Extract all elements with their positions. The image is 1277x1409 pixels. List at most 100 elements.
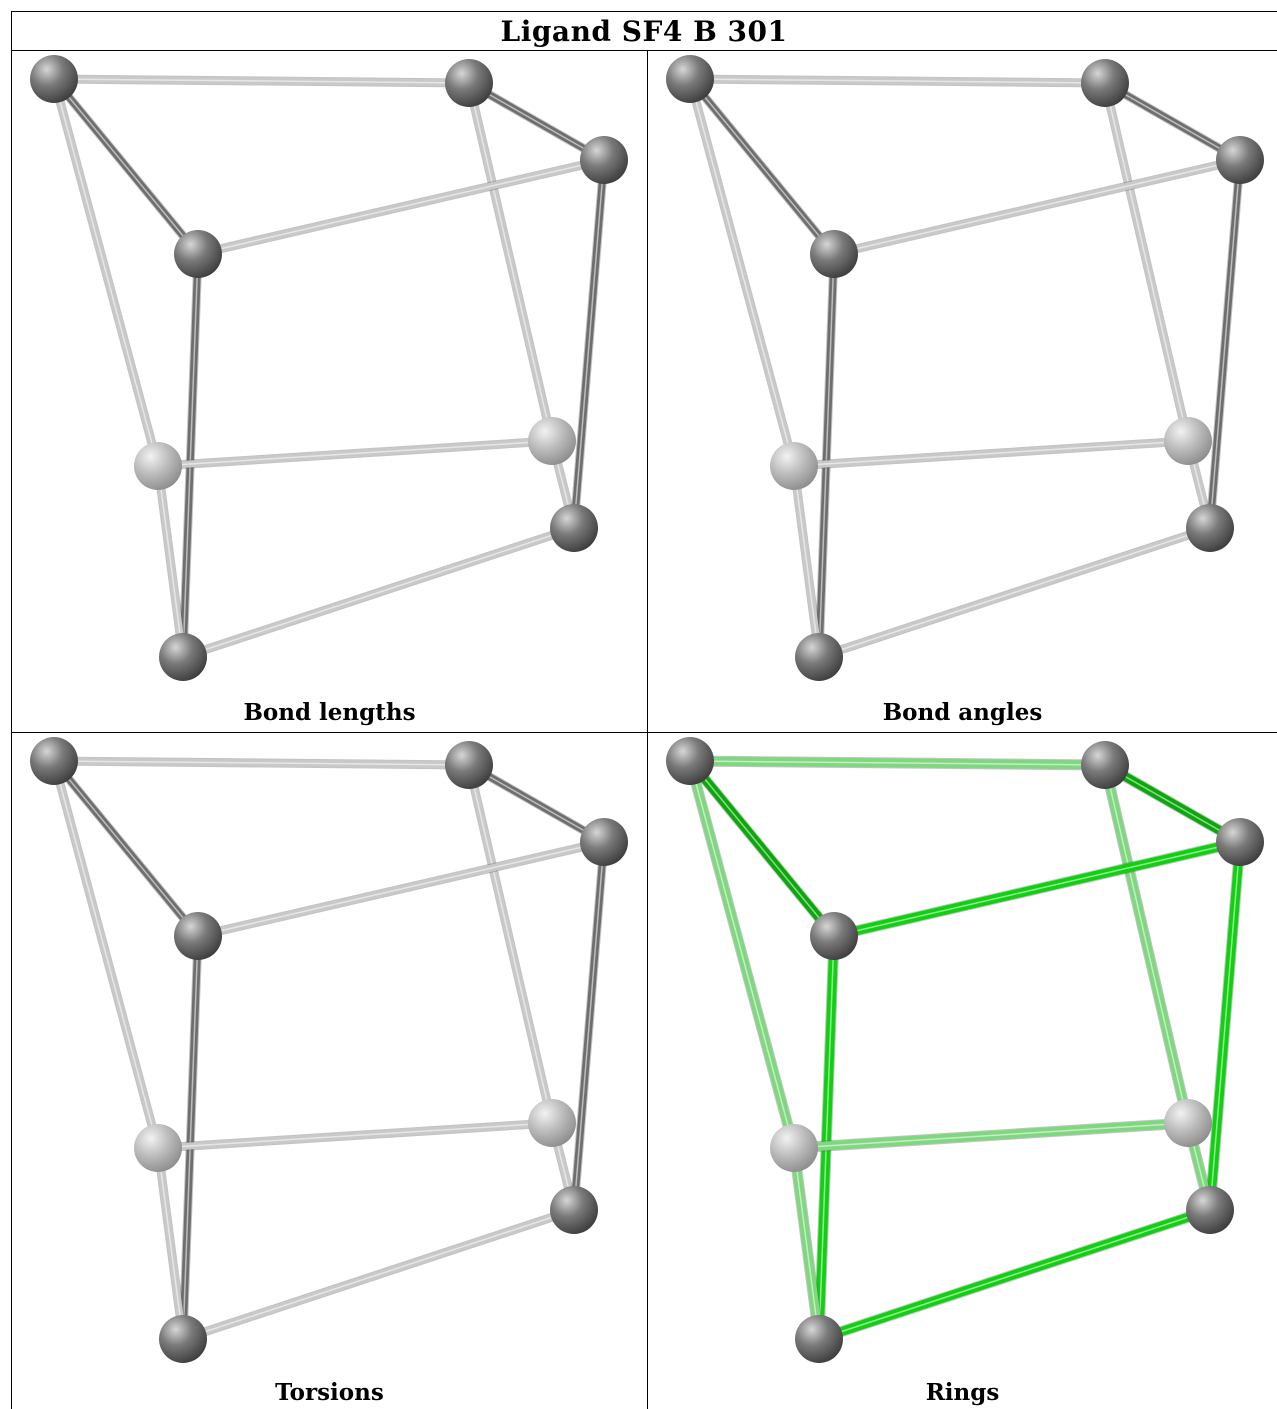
bond-highlight: [689, 78, 835, 255]
atom-5: [1164, 417, 1212, 465]
bond-highlight: [818, 1209, 1211, 1340]
panel-bond-angles: Bond angles: [648, 51, 1277, 732]
caption-bond-angles: Bond angles: [882, 699, 1043, 726]
bond-highlight: [53, 78, 470, 84]
bond-highlight: [573, 159, 605, 529]
bond-highlight: [468, 764, 553, 1124]
atom-6: [1186, 1186, 1234, 1234]
bond-highlight: [689, 78, 1106, 84]
bond-highlight: [468, 82, 553, 442]
bond-highlight: [53, 760, 159, 1149]
bond-highlight: [689, 760, 795, 1149]
atom-5: [528, 417, 576, 465]
atom-group: [30, 737, 628, 1363]
atom-7: [159, 1315, 207, 1363]
atom-6: [550, 1186, 598, 1234]
bond-highlight: [818, 253, 835, 658]
atom-6: [1186, 504, 1234, 552]
caption-bond-lengths: Bond lengths: [243, 699, 416, 726]
atom-4: [770, 442, 818, 490]
table-top-border: [11, 11, 1277, 12]
bond-group: [685, 74, 1245, 662]
bond-highlight: [157, 440, 553, 467]
atom-0: [666, 737, 714, 785]
caption-rings: Rings: [925, 1379, 1000, 1406]
bond-highlight: [53, 760, 199, 937]
atom-5: [528, 1099, 576, 1147]
atom-4: [134, 1124, 182, 1172]
bond-group: [49, 74, 609, 662]
bond-highlight: [53, 78, 159, 467]
atom-4: [770, 1124, 818, 1172]
atom-7: [159, 633, 207, 681]
bond-highlight: [1104, 82, 1241, 161]
atom-0: [666, 55, 714, 103]
bond-highlight: [689, 760, 1106, 766]
bond-highlight: [1104, 764, 1189, 1124]
atom-5: [1164, 1099, 1212, 1147]
bond-group: [49, 756, 609, 1344]
bond-highlight: [689, 78, 795, 467]
atom-3: [810, 912, 858, 960]
title-divider: [11, 50, 1277, 51]
atom-7: [795, 633, 843, 681]
panel-torsions: Torsions: [12, 733, 647, 1409]
atom-7: [795, 1315, 843, 1363]
molecule-bond-angles: [666, 55, 1264, 681]
atom-3: [174, 912, 222, 960]
bond-group: [684, 755, 1246, 1345]
bond-highlight: [818, 935, 835, 1340]
panel-rings: Rings: [648, 733, 1277, 1409]
atom-2: [1216, 818, 1264, 866]
atom-2: [580, 818, 628, 866]
panel-bond-lengths: Bond lengths: [12, 51, 647, 732]
table-left-border: [11, 11, 12, 1409]
molecule-bond-lengths: [30, 55, 628, 681]
bond-highlight: [468, 764, 605, 843]
bond-highlight: [468, 82, 605, 161]
atom-group: [30, 55, 628, 681]
atom-0: [30, 737, 78, 785]
atom-2: [580, 136, 628, 184]
bond-highlight: [793, 440, 1189, 467]
bond-highlight: [182, 1209, 575, 1340]
atom-3: [174, 230, 222, 278]
bond-highlight: [182, 935, 199, 1340]
bond-highlight: [1104, 764, 1241, 843]
bond-highlight: [689, 760, 835, 937]
atom-1: [1081, 59, 1129, 107]
caption-torsions: Torsions: [275, 1379, 384, 1406]
bond-highlight: [793, 1122, 1189, 1149]
atom-group: [666, 55, 1264, 681]
atom-group: [666, 737, 1264, 1363]
atom-6: [550, 504, 598, 552]
bond-highlight: [793, 465, 820, 658]
bond-highlight: [793, 1147, 820, 1340]
bond-highlight: [833, 841, 1241, 937]
bond-highlight: [1104, 82, 1189, 442]
atom-4: [134, 442, 182, 490]
page-title: Ligand SF4 B 301: [500, 14, 788, 48]
molecule-torsions: [30, 737, 628, 1363]
bond-highlight: [818, 527, 1211, 658]
bond-highlight: [157, 1122, 553, 1149]
atom-1: [445, 59, 493, 107]
bond-highlight: [182, 527, 575, 658]
atom-2: [1216, 136, 1264, 184]
bond-highlight: [157, 465, 184, 658]
bond-highlight: [1209, 159, 1241, 529]
bond-highlight: [182, 253, 199, 658]
atom-0: [30, 55, 78, 103]
molecule-rings: [666, 737, 1264, 1363]
atom-1: [445, 741, 493, 789]
column-divider: [647, 50, 648, 1409]
bond-highlight: [53, 78, 199, 255]
row-divider: [11, 732, 1277, 733]
atom-3: [810, 230, 858, 278]
bond-highlight: [833, 159, 1241, 255]
bond-highlight: [573, 841, 605, 1211]
bond-highlight: [53, 760, 470, 766]
bond-highlight: [197, 159, 605, 255]
bond-highlight: [197, 841, 605, 937]
bond-highlight: [157, 1147, 184, 1340]
